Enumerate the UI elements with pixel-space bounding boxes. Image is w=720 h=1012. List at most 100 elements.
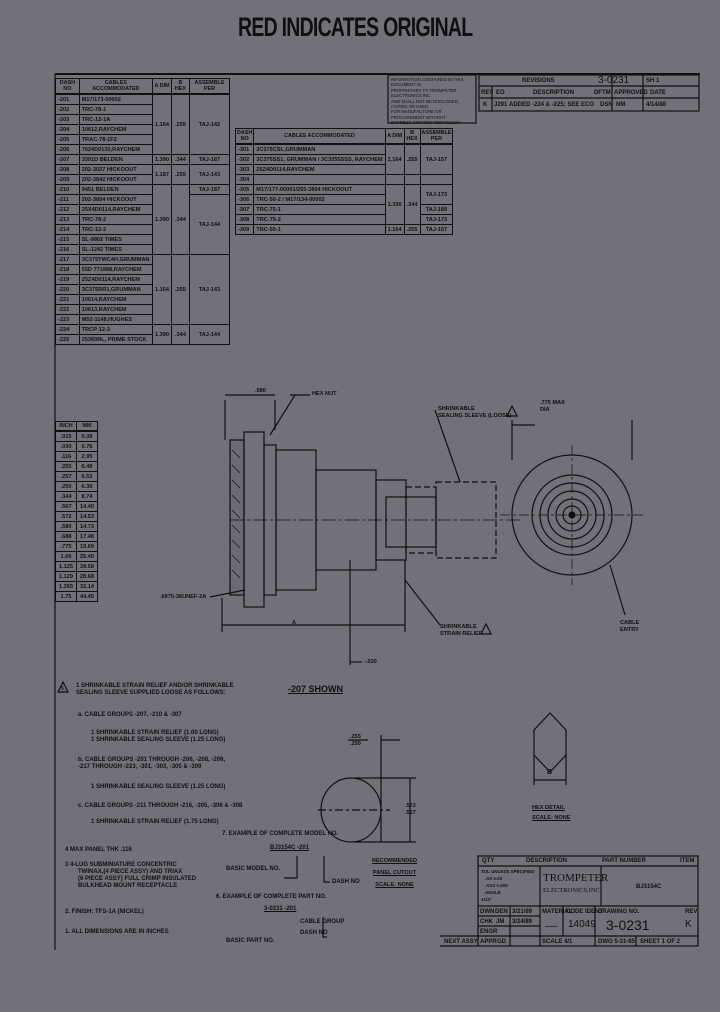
column-header: ASSEMBLE PER bbox=[188, 78, 231, 95]
dash-no: -205 bbox=[55, 134, 80, 145]
column-header: CABLES ACCOMMODATED bbox=[78, 78, 153, 95]
b-hex: .344 bbox=[170, 154, 190, 165]
cable-name: TRC-12-2 bbox=[78, 224, 153, 235]
a-dim: 1.390 bbox=[384, 184, 405, 225]
dash-no: -210 bbox=[55, 184, 80, 195]
assemble-per: TAJ-187 bbox=[188, 184, 231, 195]
cable-name: 25360RL, PRIME STOCK bbox=[78, 334, 153, 345]
assemble-per: TAJ-143 bbox=[188, 164, 231, 185]
dash-no: -207 bbox=[55, 154, 80, 165]
inch-value: .257 bbox=[55, 471, 77, 482]
note-line: SEALING SLEEVE SUPPLIED LOOSE AS FOLLOWS… bbox=[76, 690, 226, 696]
inch-value: .572 bbox=[55, 511, 77, 522]
proprietary-line: AND SHALL NOT BE DISCLOSED, COPIED OR US… bbox=[391, 98, 460, 110]
tol-line: .XX ±.03 bbox=[485, 876, 503, 881]
company-name: TROMPETER bbox=[543, 872, 609, 884]
cable-name: 10613,RAYCHEM bbox=[78, 304, 153, 315]
note-6-group: CABLE GROUP bbox=[300, 919, 345, 925]
cable-name: TRCP-12-3 bbox=[78, 324, 153, 335]
panel-dim-line: .250 bbox=[350, 740, 361, 747]
dash-no: -308 bbox=[234, 214, 255, 225]
cable-name: SL-1242 TIMES bbox=[78, 244, 153, 255]
dash-no: -214 bbox=[55, 224, 80, 235]
dash-no: -303 bbox=[234, 164, 255, 175]
dash-no: -309 bbox=[234, 224, 255, 235]
dash-no: -221 bbox=[55, 294, 80, 305]
note-5: 1 SHRINKABLE STRAIN RELIEF AND/OR SHRINK… bbox=[76, 683, 233, 697]
column-header: B HEX bbox=[403, 128, 421, 145]
cable-name: TRC-12-1A bbox=[78, 114, 153, 125]
thread-label: .6875-36UNEF-2A bbox=[160, 594, 207, 600]
assemble-per: TAJ-187 bbox=[188, 154, 231, 165]
cable-name: 10614,RAYCHEM bbox=[78, 294, 153, 305]
revision-block-lines bbox=[387, 74, 700, 124]
assemble-per: TAJ-144 bbox=[188, 324, 231, 345]
proprietary-line: PROPRIETARY TO TROMPETER ELECTRONICS INC… bbox=[391, 87, 457, 99]
assemble-per: TAJ-142 bbox=[188, 93, 231, 155]
tb-header-item: ITEM bbox=[680, 858, 695, 864]
tb-header-qty: QTY bbox=[482, 858, 495, 864]
panel-cutout-caption: RECOMMENDED PANEL CUTOUT SCALE: NONE bbox=[372, 855, 417, 891]
dash-no: -307 bbox=[234, 204, 255, 215]
rev-row-description: ADDED -224 & -225; SEE ECO bbox=[509, 102, 595, 108]
mm-value: 6.30 bbox=[76, 481, 98, 492]
tb-material: —— bbox=[545, 924, 557, 930]
inch-value: .255 bbox=[55, 461, 77, 472]
assemble-per: TAJ-157 bbox=[419, 224, 454, 235]
inch-value: 1.129 bbox=[55, 571, 77, 582]
hex-caption-line: SCALE: NONE bbox=[532, 815, 571, 821]
cable-name: 25Z4D0114,RAYCHEM bbox=[78, 274, 153, 285]
rev-header-approved: APPROVED bbox=[614, 90, 648, 96]
b-hex: .255 bbox=[170, 164, 190, 185]
cable-name: 25X4D0114,RAYCHEM bbox=[78, 204, 153, 215]
panel-caption-line: PANEL CUTOUT bbox=[372, 870, 417, 876]
cable-name: 202-3842 HICKOOUT bbox=[78, 174, 153, 185]
hex-nut-label: HEX NUT bbox=[312, 391, 337, 397]
cable-name: 3C375CSL,GRUMMAN bbox=[253, 143, 386, 155]
tol-line: TOL UNLESS SPECIFIED bbox=[481, 869, 535, 874]
mm-value: 44.45 bbox=[76, 591, 98, 602]
mm-value: 0.76 bbox=[76, 441, 98, 452]
rev-row-rev: K bbox=[483, 102, 488, 108]
mm-value: 14.40 bbox=[76, 501, 98, 512]
rev-header-description: DESCRIPTION bbox=[533, 90, 575, 96]
dash-no: -222 bbox=[55, 304, 80, 315]
note-flag-number: 5 bbox=[61, 686, 64, 692]
panel-dim-line: .255 bbox=[350, 734, 361, 740]
mm-value: 0.38 bbox=[76, 430, 98, 442]
note-3: 3 4-LUG SUBMINIATURE CONCENTRIC TWINAX,(… bbox=[65, 862, 196, 890]
assemble-per: TAJ-157 bbox=[419, 143, 454, 175]
rev-header-dftm: DFTM bbox=[594, 90, 611, 96]
b-hex bbox=[403, 174, 421, 185]
note-5c: c. CABLE GROUPS -211 THROUGH -216, -305,… bbox=[78, 803, 243, 809]
column-header: CABLES ACCOMMODATED bbox=[253, 128, 386, 145]
note-line: -217 THROUGH -223, -301, -303, -305 & -3… bbox=[78, 764, 202, 770]
mm-value: 14.73 bbox=[76, 521, 98, 532]
hex-detail-drawing bbox=[533, 712, 567, 785]
dash-no: -201 bbox=[55, 93, 80, 105]
dwn-by: DEN bbox=[495, 909, 508, 915]
panel-dim-line: .567 bbox=[405, 809, 416, 816]
note-flag-icon-sleeve bbox=[506, 404, 518, 417]
dash-no: -219 bbox=[55, 274, 80, 285]
b-hex: .255 bbox=[403, 224, 421, 235]
tb-next-assy: NEXT ASSY bbox=[444, 939, 478, 945]
assemble-per: TAJ-173 bbox=[419, 214, 454, 225]
dim-030: -.030 bbox=[364, 659, 377, 665]
strain-relief-line: SHRINKABLE bbox=[440, 624, 477, 630]
cable-entry-line: ENTRY bbox=[620, 626, 639, 633]
revisions-drawing-no: 3-0231 bbox=[598, 75, 630, 86]
tb-model: BJ3154C bbox=[636, 884, 662, 890]
note-2: 2. FINISH: TFS-1A (NICKEL) bbox=[65, 909, 144, 915]
a-dim: 1.390 bbox=[151, 154, 172, 165]
cable-name: 9451 BELDEN bbox=[78, 184, 153, 195]
